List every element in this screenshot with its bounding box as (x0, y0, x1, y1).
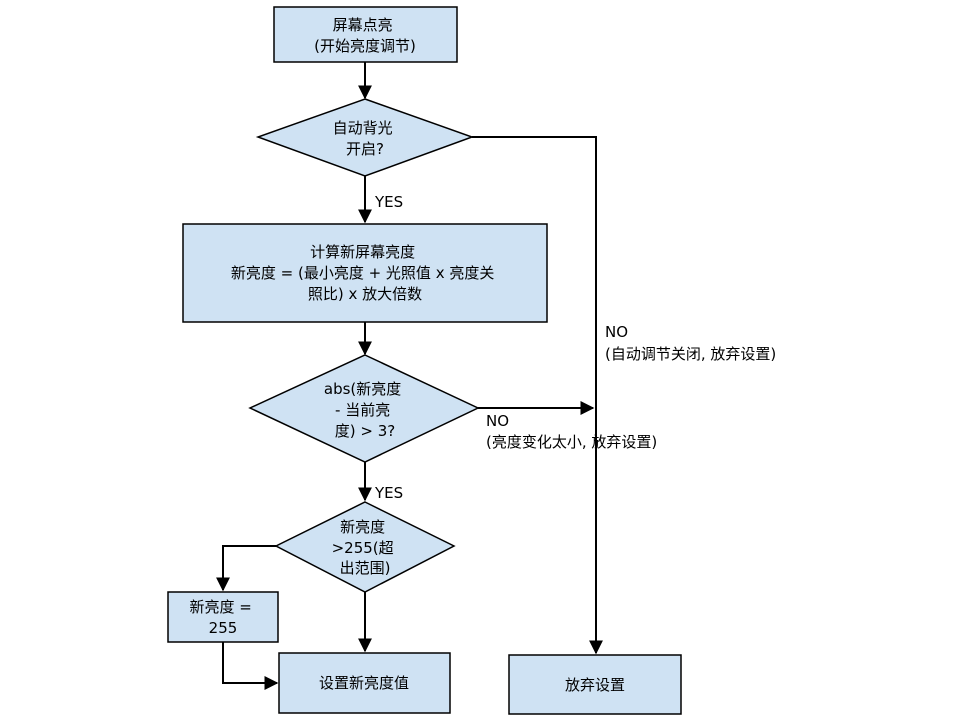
edge-label-yes-auto: YES (374, 193, 403, 211)
node-over-255-text: 新亮度 >255(超 出范围) (332, 518, 399, 577)
node-auto-backlight-shape (255, 98, 475, 177)
node-screen-on: 屏幕点亮 (开始亮度调节) (273, 6, 458, 63)
node-abs-check: abs(新亮度 - 当前亮 度) > 3? (248, 354, 480, 463)
node-abandon-text: 放弃设置 (565, 676, 625, 694)
node-compute-brightness-text: 计算新屏幕亮度 新亮度 = (最小亮度 + 光照值 x 亮度关 照比) x 放大… (231, 243, 499, 303)
node-abs-check-text: abs(新亮度 - 当前亮 度) > 3? (324, 380, 406, 440)
connectors (216, 62, 603, 690)
node-compute-brightness: 计算新屏幕亮度 新亮度 = (最小亮度 + 光照值 x 亮度关 照比) x 放大… (182, 223, 548, 323)
node-over-255-shape (274, 501, 456, 593)
edge-label-yes-abs: YES (374, 484, 403, 502)
node-set-value-text: 设置新亮度值 (319, 674, 409, 692)
edge-auto-no-to-abandon (472, 136, 603, 655)
edge-label-no-auto: NO (自动调节关闭, 放弃设置) (605, 323, 776, 363)
edge-labels: YES YES NO (自动调节关闭, 放弃设置) NO (亮度变化太小, 放弃… (374, 193, 776, 502)
node-set-255-text: 新亮度 = 255 (189, 598, 256, 637)
node-set-255: 新亮度 = 255 (167, 591, 279, 643)
node-auto-backlight-text: 自动背光 开启? (333, 119, 398, 158)
edge-over-to-set255 (216, 545, 276, 592)
node-set-255-shape (167, 591, 279, 643)
edge-set255-to-setvalue (222, 642, 279, 690)
node-set-value: 设置新亮度值 (278, 652, 451, 714)
node-set-value-shape (278, 652, 451, 714)
node-screen-on-shape (273, 6, 458, 63)
node-compute-brightness-shape (182, 223, 548, 323)
node-screen-on-text: 屏幕点亮 (开始亮度调节) (314, 16, 416, 55)
node-abs-check-shape (248, 354, 480, 463)
edge-label-no-abs: NO (亮度变化太小, 放弃设置) (486, 412, 657, 451)
node-over-255: 新亮度 >255(超 出范围) (274, 501, 456, 593)
node-auto-backlight: 自动背光 开启? (255, 98, 475, 177)
node-abandon: 放弃设置 (508, 654, 682, 715)
node-abandon-shape (508, 654, 682, 715)
